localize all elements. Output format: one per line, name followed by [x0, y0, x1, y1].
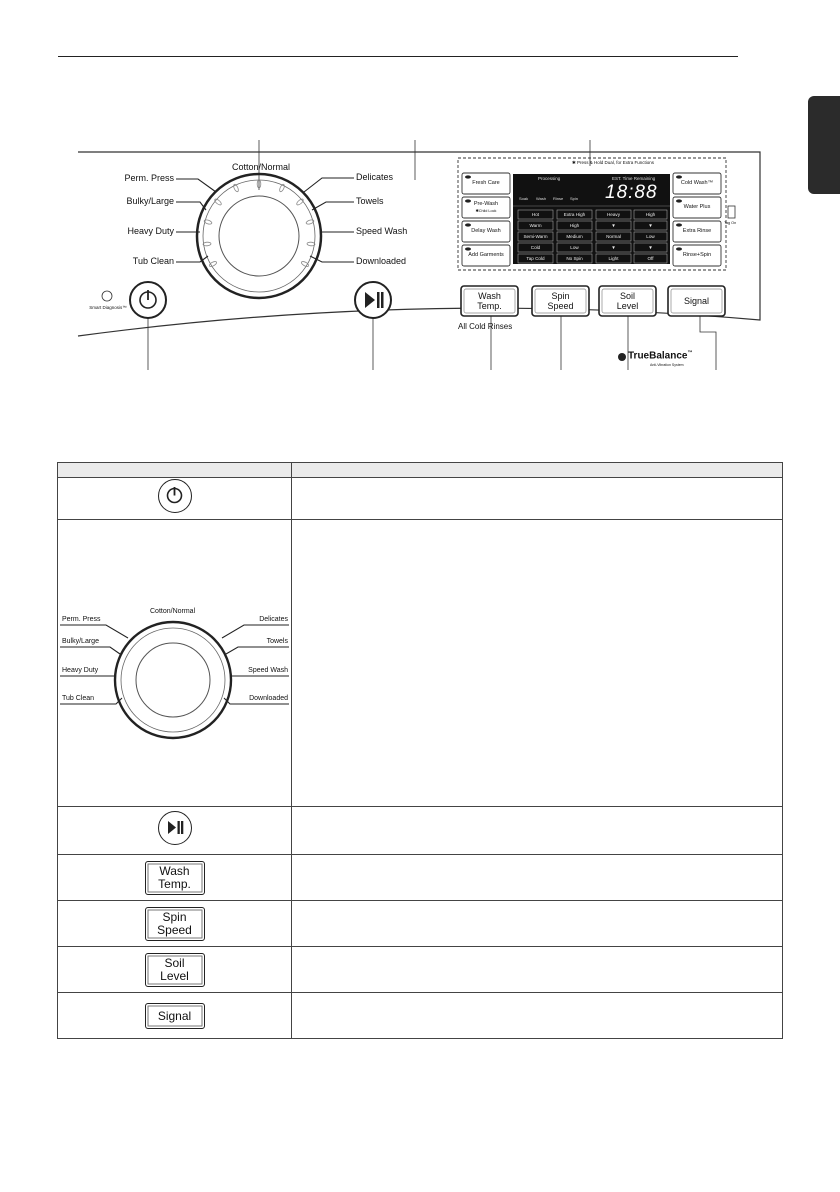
table-header-row [57, 462, 783, 478]
controls-table: Cotton/Normal Perm. Press Bulky/Large He… [57, 462, 783, 1039]
table-row: Cotton/Normal Perm. Press Bulky/Large He… [57, 519, 783, 807]
press-hold-note: ✱ Press & Hold Dual, for Extra Functions [572, 160, 655, 165]
setting-grid-cell: Semi-Warm [523, 233, 548, 239]
stage-label: Spin [570, 196, 579, 201]
cycle-right-label: Towels [356, 196, 384, 206]
brand-logo: TrueBalance™ [628, 350, 693, 362]
cycle-left-label: Perm. Press [124, 173, 174, 183]
table-description-cell [291, 900, 783, 947]
cycle-right-label: Delicates [356, 172, 394, 182]
setting-grid-cell: No Spin [566, 255, 583, 261]
dial-left-label: Perm. Press [62, 616, 101, 623]
cycle-right-label: Speed Wash [356, 226, 408, 236]
option-label: Rinse+Spin [682, 252, 712, 258]
all-cold-rinses-label: All Cold Rinses [458, 322, 513, 331]
setting-grid-cell: ▼ [648, 222, 653, 228]
cycle-left-label: Heavy Duty [127, 226, 174, 236]
dial-right-label: Towels [266, 638, 288, 645]
cycle-left-label: Tub Clean [132, 256, 174, 266]
smart-diagnosis-label: Smart Diagnosis™ [89, 305, 127, 310]
tag-on-label: Tag On [724, 221, 737, 225]
dial-right-label: Downloaded [249, 695, 288, 702]
setting-grid-cell: Light [608, 255, 619, 261]
panel-drawing [77, 132, 761, 380]
table-description-cell [291, 477, 783, 520]
dial-left-label: Heavy Duty [62, 667, 99, 674]
dial-right-label: Speed Wash [248, 667, 288, 674]
setting-grid-cell: Hot [531, 211, 540, 217]
dial-left-label: Bulky/Large [62, 638, 99, 645]
dial-left-label: Tub Clean [62, 695, 95, 702]
setting-grid-cell: High [569, 222, 580, 228]
table-description-cell [291, 854, 783, 901]
setting-grid-cell: ▼ [611, 222, 616, 228]
stage-label: Wash [536, 196, 547, 201]
stage-label: Rinse [553, 196, 564, 201]
setting-grid-cell: Low [570, 244, 579, 250]
option-label: Cold Wash™ [680, 180, 714, 186]
table-description-cell [291, 806, 783, 855]
table-row [57, 806, 783, 855]
processing-label: Processing [538, 176, 561, 181]
cycle-left-label: Bulky/Large [126, 196, 174, 206]
setting-grid-cell: Medium [566, 233, 583, 239]
option-label: Extra Rinse [682, 228, 712, 234]
language-tab [808, 96, 840, 194]
cycle-right-label: Downloaded [356, 256, 407, 266]
dial-top-label: Cotton/Normal [150, 608, 196, 615]
top-rule [58, 56, 738, 57]
table-row: Signal [57, 992, 783, 1039]
cycle-top-label: Cotton/Normal [232, 162, 291, 172]
option-label: Pre-Wash [473, 201, 499, 207]
start-pause-icon [157, 811, 192, 845]
table-row [57, 477, 783, 520]
dial-right-label: Delicates [259, 616, 288, 623]
table-description-cell [291, 519, 783, 807]
setting-grid-cell: Off [647, 255, 654, 261]
setting-grid-cell: Normal [606, 233, 621, 239]
setting-grid-cell: Cold [530, 244, 541, 250]
setting-grid-cell: High [645, 211, 656, 217]
setting-grid-cell: Tap Cold [526, 255, 545, 261]
brand-subtitle: Anti-Vibration System [650, 363, 684, 367]
time-display: 18:88 [605, 182, 658, 203]
child-lock-label: ✱Child Lock [475, 209, 497, 213]
setting-grid-cell: Extra High [563, 211, 586, 217]
est-time-label: EST. Time Remaining [612, 176, 656, 181]
setting-grid-cell: Low [646, 233, 655, 239]
table-description-cell [291, 992, 783, 1039]
control-panel-illustration: Cotton/Normal Perm. Press Bulky/Large He… [60, 132, 782, 380]
table-header-cell [291, 462, 783, 478]
setting-grid-cell: Warm [529, 222, 542, 228]
setting-grid-cell: ▼ [648, 244, 653, 250]
signal-button-icon: Signal [144, 1002, 205, 1029]
option-label: Delay Wash [471, 228, 501, 234]
signal-button-label: Signal [683, 296, 710, 306]
option-label: Water Plus [683, 204, 711, 210]
power-icon [157, 479, 192, 513]
setting-grid-cell: ▼ [611, 244, 616, 250]
stage-label: Soak [519, 196, 529, 201]
setting-grid-cell: Heavy [606, 211, 621, 217]
table-header-cell [57, 462, 292, 478]
option-label: Fresh Care [472, 180, 500, 186]
cycle-dial-icon: Cotton/Normal Perm. Press Bulky/Large He… [58, 520, 291, 806]
table-description-cell [291, 946, 783, 993]
option-label: Add Garments [468, 252, 504, 258]
